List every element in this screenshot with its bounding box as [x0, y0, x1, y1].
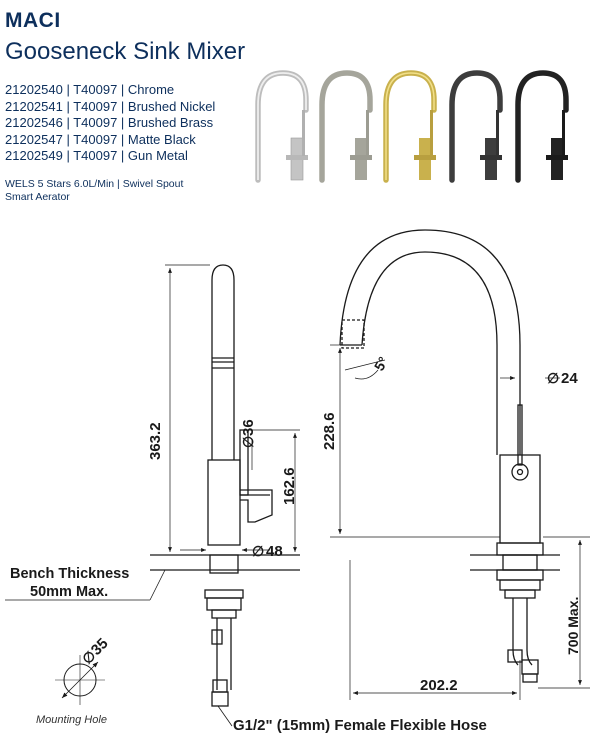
- swatch-chrome: [255, 70, 309, 183]
- dim-below-bench: 700 Max.: [565, 597, 581, 655]
- finish-swatches: [255, 70, 569, 183]
- diameter-icon: ∅: [252, 543, 264, 559]
- diameter-icon: ∅: [240, 436, 256, 448]
- variant-brushed-nickel: 21202541 | T40097 | Brushed Nickel: [5, 98, 216, 114]
- variant-brushed-brass: 21202546 | T40097 | Brushed Brass: [5, 115, 214, 130]
- dim-spout-angle: 5°: [371, 354, 392, 374]
- feature-aerator: Smart Aerator: [5, 191, 70, 203]
- diameter-icon: ∅: [547, 370, 559, 386]
- feature-wels: WELS 5 Stars 6.0L/Min | Swivel Spout: [5, 178, 184, 190]
- bench-thickness-value: 50mm Max.: [30, 584, 108, 600]
- variant-chrome: 21202540 | T40097 | Chrome: [5, 82, 175, 97]
- dim-spout-dia: 24: [561, 370, 578, 387]
- swatch-matte-black: [449, 70, 503, 183]
- feature-list: WELS 5 Stars 6.0L/Min | Swivel Spout Sma…: [5, 178, 183, 204]
- side-view: [150, 264, 300, 707]
- dim-overall-height: 363.2: [147, 422, 164, 460]
- front-view: [330, 229, 590, 700]
- swatch-gun-metal: [515, 70, 569, 183]
- dim-base-dia: 48: [266, 543, 283, 560]
- mounting-hole: [55, 655, 105, 705]
- hose-leader: [217, 705, 233, 727]
- bench-leader: [5, 569, 210, 601]
- dim-handle-dia: 36: [240, 419, 257, 436]
- swatch-brushed-nickel: [319, 70, 373, 183]
- variant-gun-metal: 21202549 | T40097 | Gun Metal: [5, 148, 188, 163]
- hose-label: G1/2" (15mm) Female Flexible Hose: [233, 717, 487, 734]
- brand-name: MACI: [5, 9, 61, 32]
- dim-reach: 202.2: [420, 677, 458, 694]
- dim-handle-height: 162.6: [281, 467, 298, 505]
- product-title: Gooseneck Sink Mixer: [5, 38, 246, 65]
- bench-thickness-label: Bench Thickness: [10, 566, 129, 582]
- mounting-hole-label: Mounting Hole: [36, 714, 107, 726]
- variant-matte-black: 21202547 | T40097 | Matte Black: [5, 131, 196, 147]
- swatch-brushed-brass: [383, 70, 437, 183]
- variant-list: 21202540 | T40097 | Chrome 21202541 | T4…: [5, 82, 215, 165]
- dim-spout-height: 228.6: [321, 412, 338, 450]
